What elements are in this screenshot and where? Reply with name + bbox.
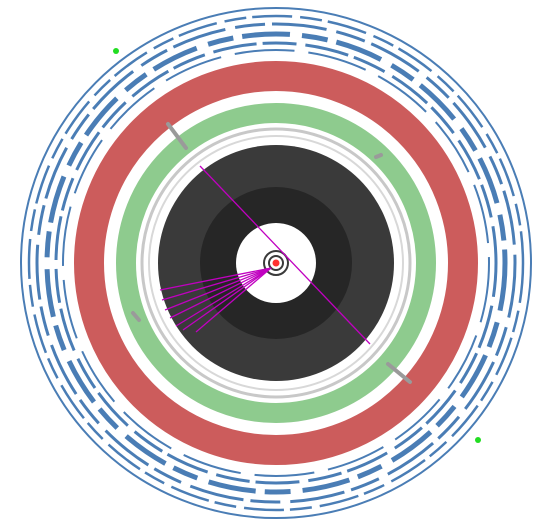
muon-ring-inner-3 (62, 49, 490, 477)
gray-segments (131, 122, 412, 384)
solenoid-ring-inner (148, 135, 404, 391)
solenoid-ring-outer (140, 127, 412, 399)
track-long (199, 165, 371, 345)
gray-segment (374, 153, 383, 159)
gray-segment (166, 122, 188, 150)
track (175, 267, 272, 327)
hadronic-calorimeter (74, 61, 478, 465)
muon-hit-marker (113, 48, 119, 54)
primary-vertex (272, 259, 280, 267)
gray-segment (131, 311, 141, 322)
track (169, 267, 272, 319)
gray-segment (386, 362, 412, 384)
muon-system (20, 7, 532, 519)
track-group (159, 165, 371, 345)
track (159, 267, 272, 291)
muon-ring-inner-1 (44, 31, 508, 495)
em-calorimeter (116, 103, 436, 423)
muon-ring-outer-1 (20, 7, 532, 519)
track (182, 267, 272, 331)
muon-ring-outer-3 (35, 22, 517, 504)
track (164, 267, 272, 311)
muon-ring-outer-2 (27, 14, 525, 512)
pixel-ring-outer (263, 250, 289, 276)
muon-ring-inner-2 (54, 41, 498, 485)
muon-hit-marker (475, 437, 481, 443)
track (195, 267, 272, 333)
track (161, 267, 272, 301)
pixel-ring-inner (268, 255, 284, 271)
